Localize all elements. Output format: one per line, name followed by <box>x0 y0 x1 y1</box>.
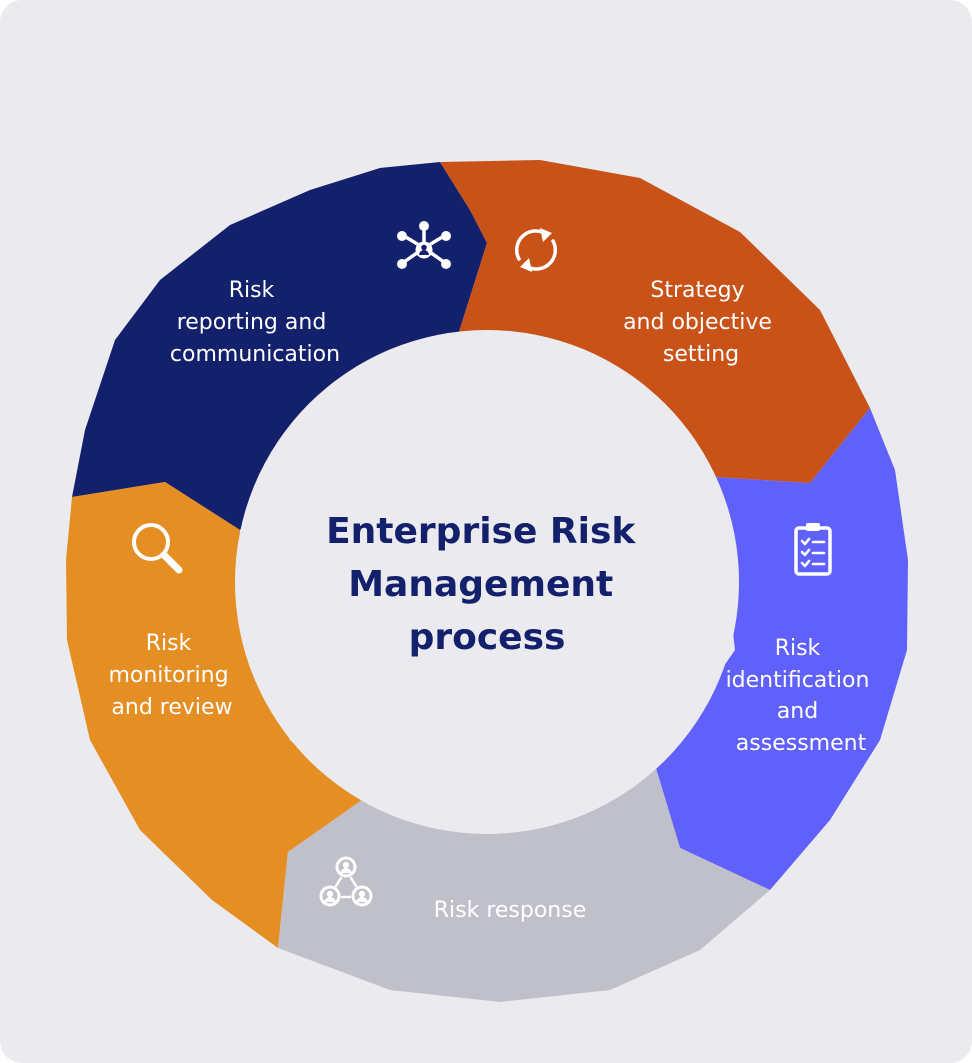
label-line: Risk <box>229 278 275 303</box>
label-line: communication <box>170 342 340 367</box>
center-title-line: process <box>409 617 566 658</box>
center-title: Enterprise Risk Management process <box>326 511 648 658</box>
label-line: monitoring <box>108 663 228 688</box>
label-line: Risk response <box>434 898 587 923</box>
label-line: and objective <box>623 310 772 335</box>
label-line: setting <box>663 342 739 367</box>
segment-monitoring-shape <box>66 482 362 948</box>
center-title-line: Enterprise Risk <box>326 511 636 552</box>
segment-identification-shape <box>655 408 908 890</box>
segment-label-identification: Risk identification and assessment <box>726 636 877 756</box>
segment-label-reporting: Risk reporting and communication <box>170 278 340 367</box>
label-line: Risk <box>775 636 821 661</box>
label-line: assessment <box>736 731 867 756</box>
label-line: reporting and <box>177 310 327 335</box>
segment-label-strategy: Strategy and objective setting <box>623 278 779 367</box>
cycle-arrows-icon <box>515 228 557 272</box>
network-icon <box>397 221 451 269</box>
center-title-line: Management <box>348 564 613 605</box>
segment-label-response: Risk response <box>434 898 587 923</box>
segment-strategy-shape <box>440 160 870 483</box>
label-line: and review <box>111 695 232 720</box>
label-line: Strategy <box>650 278 744 303</box>
label-line: and <box>777 699 818 724</box>
segment-label-monitoring: Risk monitoring and review <box>108 631 235 720</box>
label-line: identification <box>726 668 870 693</box>
center-circle <box>235 330 739 834</box>
checklist-icon <box>794 523 832 576</box>
magnifier-icon <box>132 523 183 574</box>
segment-response-shape <box>278 765 770 1002</box>
team-icon <box>319 856 373 907</box>
ring-segments <box>66 160 908 1002</box>
label-line: Risk <box>146 631 192 656</box>
segment-reporting-shape <box>72 162 487 530</box>
